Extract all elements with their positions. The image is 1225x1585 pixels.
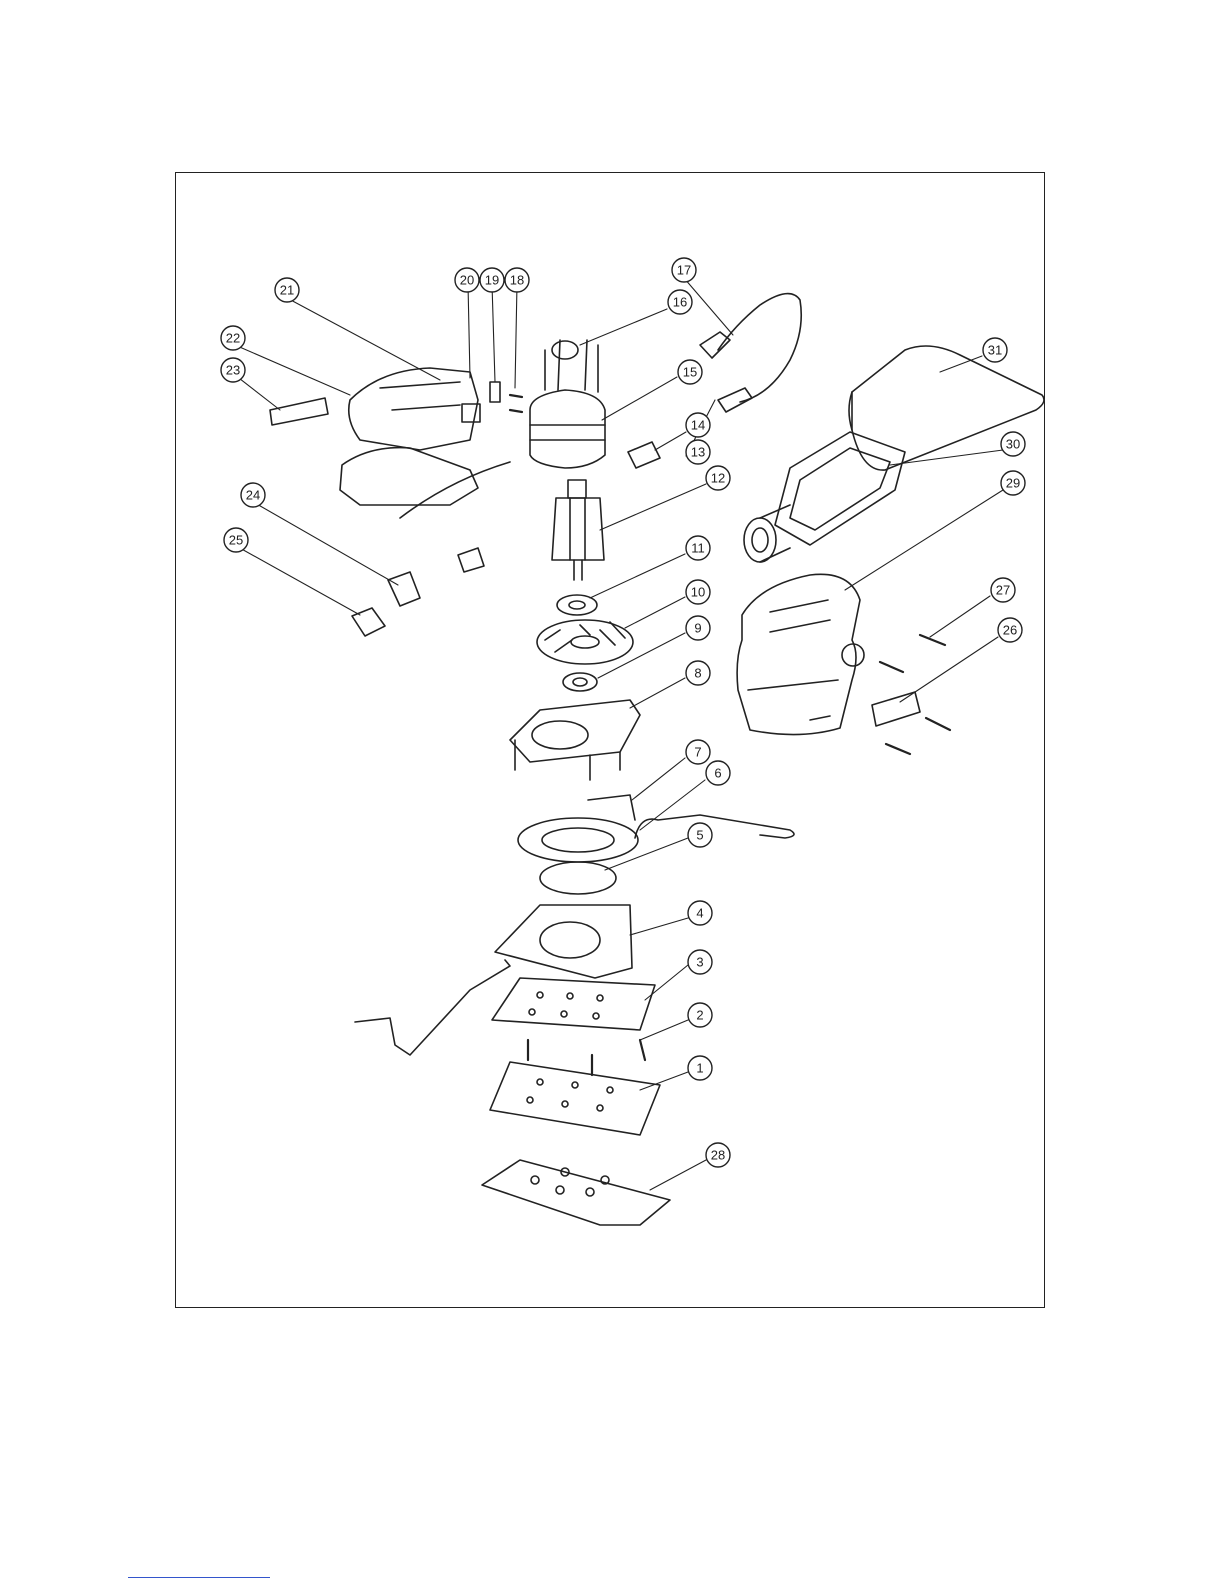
callout-number: 17 [677, 263, 691, 278]
motor-mount [510, 700, 640, 780]
pad-screws [528, 1040, 645, 1075]
callout-8: 8 [686, 661, 710, 685]
paper-clamp-left [355, 960, 510, 1055]
callout-number: 21 [280, 283, 294, 298]
callout-13: 13 [686, 440, 710, 464]
sandpaper-sheet [490, 1062, 660, 1135]
power-cord [700, 294, 801, 412]
callout-number: 3 [696, 955, 703, 970]
callout-12: 12 [706, 466, 730, 490]
housing-left-half [340, 368, 510, 518]
callout-7: 7 [686, 740, 710, 764]
left-label [270, 398, 328, 425]
callout-number: 30 [1006, 437, 1020, 452]
callout-number: 13 [691, 445, 705, 460]
callout-number: 5 [696, 828, 703, 843]
callout-number: 19 [485, 273, 499, 288]
callout-1: 1 [688, 1056, 712, 1080]
callout-5: 5 [688, 823, 712, 847]
brush-holder [628, 442, 660, 468]
switch-clip [490, 382, 500, 402]
callout-14: 14 [686, 413, 710, 437]
callout-21: 21 [275, 278, 299, 302]
callout-17: 17 [672, 258, 696, 282]
callout-29: 29 [1001, 471, 1025, 495]
carbon-brush [388, 572, 420, 606]
callout-18: 18 [505, 268, 529, 292]
callout-number: 22 [226, 331, 240, 346]
callout-6: 6 [706, 761, 730, 785]
callout-number: 25 [229, 533, 243, 548]
housing-right-half [737, 574, 864, 734]
callout-26: 26 [998, 618, 1022, 642]
callout-number: 9 [694, 621, 701, 636]
callout-22: 22 [221, 326, 245, 350]
leader-lines [235, 278, 1003, 1190]
callout-number: 26 [1003, 623, 1017, 638]
right-label [872, 692, 920, 726]
callout-10: 10 [686, 580, 710, 604]
top-bushing [552, 341, 578, 359]
dust-canister [744, 432, 905, 562]
callout-number: 8 [694, 666, 701, 681]
callout-number: 27 [996, 583, 1010, 598]
callout-9: 9 [686, 616, 710, 640]
callout-24: 24 [241, 483, 265, 507]
callout-11: 11 [686, 536, 710, 560]
bellows [518, 795, 638, 862]
footnote-rule [128, 1577, 270, 1578]
callout-23: 23 [221, 358, 245, 382]
callout-3: 3 [688, 950, 712, 974]
callout-2: 2 [688, 1003, 712, 1027]
callout-number: 4 [696, 906, 703, 921]
brush-holder-left [458, 548, 484, 572]
paper-clamp-right [635, 815, 794, 838]
callout-27: 27 [991, 578, 1015, 602]
callout-bubbles: 1234567891011121314151617181920212223242… [221, 258, 1025, 1167]
callout-25: 25 [224, 528, 248, 552]
sanding-pad [492, 978, 655, 1030]
callout-number: 18 [510, 273, 524, 288]
callout-31: 31 [983, 338, 1007, 362]
callout-28: 28 [706, 1143, 730, 1167]
callout-number: 2 [696, 1008, 703, 1023]
callout-number: 31 [988, 343, 1002, 358]
callout-number: 15 [683, 365, 697, 380]
callout-15: 15 [678, 360, 702, 384]
small-screws [510, 395, 522, 412]
callout-number: 24 [246, 488, 260, 503]
punch-plate [482, 1160, 670, 1225]
callout-number: 12 [711, 471, 725, 486]
callout-number: 1 [696, 1061, 703, 1076]
callout-number: 23 [226, 363, 240, 378]
callout-number: 16 [673, 295, 687, 310]
callout-number: 29 [1006, 476, 1020, 491]
callout-number: 7 [694, 745, 701, 760]
callout-30: 30 [1001, 432, 1025, 456]
cooling-fan [537, 620, 633, 664]
armature [552, 480, 604, 580]
callout-number: 6 [714, 766, 721, 781]
lower-bearing [563, 673, 597, 691]
callout-number: 28 [711, 1148, 725, 1163]
callout-number: 10 [691, 585, 705, 600]
callout-16: 16 [668, 290, 692, 314]
callout-4: 4 [688, 901, 712, 925]
brush-cap [352, 608, 385, 636]
base-plate [495, 905, 632, 978]
callout-number: 20 [460, 273, 474, 288]
callout-number: 14 [691, 418, 705, 433]
callout-19: 19 [480, 268, 504, 292]
callout-number: 11 [691, 541, 705, 556]
callout-20: 20 [455, 268, 479, 292]
seal-ring [540, 862, 616, 894]
